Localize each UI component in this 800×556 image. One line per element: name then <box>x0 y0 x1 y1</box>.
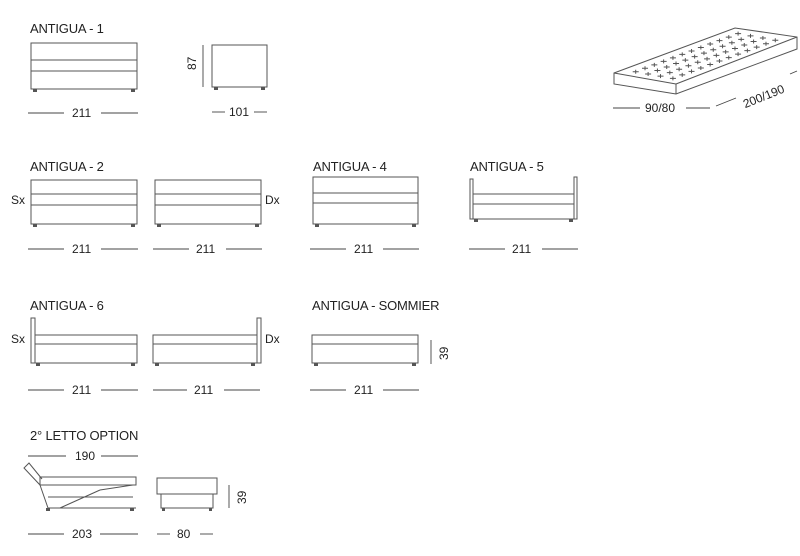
mattress-tuft <box>645 71 652 76</box>
mattress-tuft <box>753 45 760 50</box>
mattress-tuft <box>722 49 729 54</box>
mattress-tuft <box>676 67 683 72</box>
title-antigua-6: ANTIGUA - 6 <box>30 298 104 313</box>
sommier-drawing <box>311 334 432 366</box>
antigua-1-pouf-drawing <box>202 44 268 90</box>
dim-a2-sx-width: 211 <box>72 242 92 256</box>
mattress-tuft <box>728 40 735 45</box>
dim-a4-width: 211 <box>354 242 374 256</box>
mattress-tuft <box>707 42 714 47</box>
mattress-tuft <box>738 37 745 42</box>
title-antigua-2: ANTIGUA - 2 <box>30 159 104 174</box>
dim-a1-pouf-height: 87 <box>185 56 199 70</box>
dim-a5-width: 211 <box>512 242 532 256</box>
mattress-tuft <box>697 65 704 70</box>
dim-sommier-height: 39 <box>437 346 451 360</box>
mattress-tuft <box>685 63 692 68</box>
mattress-tuft <box>679 52 686 57</box>
dim-a1-width: 211 <box>72 106 92 120</box>
dim-second-bed-width: 203 <box>72 527 93 541</box>
mattress-tuft <box>725 55 732 60</box>
mattress-tufts <box>632 31 779 81</box>
mattress-tuft <box>731 46 738 51</box>
antigua-2-dx-drawing <box>154 179 262 227</box>
mattress-tuft <box>654 68 661 73</box>
side-label-sx-a6: Sx <box>11 332 26 346</box>
antigua-6-sx-drawing <box>30 317 138 366</box>
mattress-tuft <box>759 36 766 41</box>
mattress-tuft <box>716 59 723 64</box>
dim-second-bed-height: 39 <box>235 490 249 504</box>
dim-a6-dx-width: 211 <box>194 383 214 397</box>
mattress-tuft <box>747 33 754 38</box>
antigua-5-drawing <box>469 176 578 222</box>
antigua-4-drawing <box>312 176 419 227</box>
side-label-dx-a6: Dx <box>265 332 280 346</box>
dim-second-bed-top: 190 <box>75 449 96 463</box>
mattress-tuft <box>666 70 673 75</box>
mattress-drawing <box>613 27 798 95</box>
mattress-tuft <box>716 38 723 43</box>
mattress-tuft <box>632 69 639 74</box>
side-label-dx-a2: Dx <box>265 193 280 207</box>
mattress-tuft <box>691 54 698 59</box>
mattress-tuft <box>673 61 680 66</box>
antigua-6-dx-drawing <box>152 317 262 366</box>
mattress-tuft <box>704 56 711 61</box>
mattress-tuft <box>750 39 757 44</box>
mattress-tuft <box>651 62 658 67</box>
mattress-tuft <box>688 69 695 74</box>
second-bed-pouf-drawing <box>156 477 230 511</box>
mattress-tuft <box>700 51 707 56</box>
dim-a1-pouf-width: 101 <box>229 105 250 119</box>
mattress-tuft <box>719 44 726 49</box>
mattress-tuft <box>682 58 689 63</box>
mattress-tuft <box>772 38 779 43</box>
mattress-tuft <box>642 66 649 71</box>
mattress-tuft <box>713 53 720 58</box>
dimension-lines <box>28 70 798 535</box>
mattress-tuft <box>660 59 667 64</box>
mattress-tuft <box>669 76 676 81</box>
mattress-tuft <box>735 52 742 57</box>
mattress-tuft <box>762 41 769 46</box>
dim-a6-sx-width: 211 <box>72 383 92 397</box>
side-label-sx-a2: Sx <box>11 193 26 207</box>
dim-sommier-width: 211 <box>354 383 374 397</box>
title-antigua-sommier: ANTIGUA - SOMMIER <box>312 298 440 313</box>
dim-mattress-width: 90/80 <box>645 101 676 115</box>
antigua-2-sx-drawing <box>30 179 138 227</box>
mattress-tuft <box>697 45 704 50</box>
title-antigua-5: ANTIGUA - 5 <box>470 159 544 174</box>
dim-second-bed-pouf-width: 80 <box>177 527 191 541</box>
mattress-tuft <box>710 47 717 52</box>
mattress-tuft <box>741 42 748 47</box>
antigua-1-bed-drawing <box>30 42 138 92</box>
mattress-tuft <box>735 31 742 36</box>
dim-a2-dx-width: 211 <box>196 242 216 256</box>
title-antigua-4: ANTIGUA - 4 <box>313 159 387 174</box>
mattress-tuft <box>657 74 664 79</box>
mattress-tuft <box>707 62 714 67</box>
mattress-tuft <box>694 60 701 65</box>
mattress-tuft <box>725 35 732 40</box>
mattress-tuft <box>744 48 751 53</box>
title-antigua-1: ANTIGUA - 1 <box>30 21 104 36</box>
mattress-tuft <box>688 48 695 53</box>
mattress-tuft <box>663 65 670 70</box>
title-second-bed-option: 2° LETTO OPTION <box>30 428 139 443</box>
mattress-tuft <box>679 72 686 77</box>
mattress-tuft <box>669 55 676 60</box>
second-bed-drawing <box>23 462 137 511</box>
